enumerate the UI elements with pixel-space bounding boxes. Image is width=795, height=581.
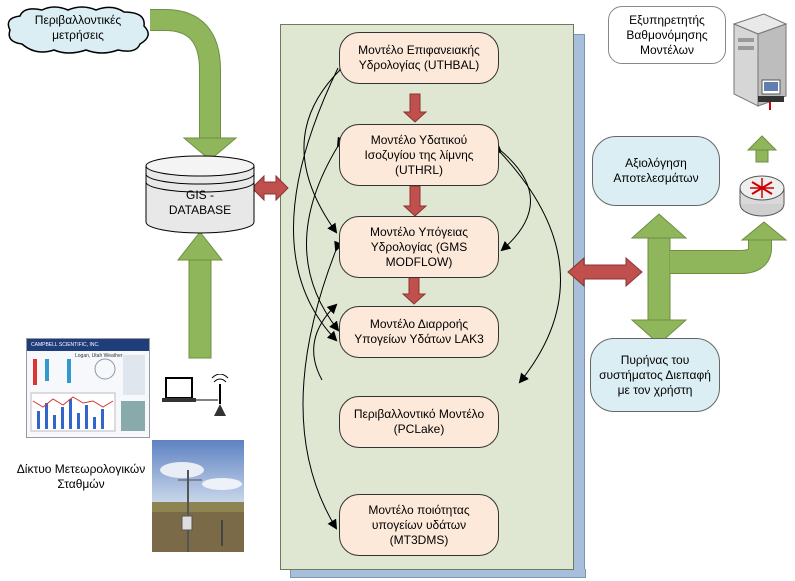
database-cylinder-icon <box>145 155 255 234</box>
core-ui-box[interactable]: Πυρήνας του συστήματος Διεπαφή με τον χρ… <box>590 338 720 412</box>
green-arrow-stations-to-gis <box>176 231 224 359</box>
model-uthrl[interactable]: Μοντέλο Υδατικού Ισοζυγίου της λίμνης (U… <box>339 124 499 186</box>
env-measurements-label: Περιβαλλοντικές μετρήσεις <box>34 13 122 42</box>
gis-database-label: GIS - DATABASE <box>168 188 232 217</box>
red-arrows-model-chain <box>401 93 428 305</box>
curved-connectors <box>293 60 561 530</box>
router-icon <box>739 175 785 217</box>
weather-charts <box>30 355 145 432</box>
model-lak3[interactable]: Μοντέλο Διαρροής Υπογείων Υδάτων LAK3 <box>339 306 499 358</box>
red-arrow-gis-panel <box>251 174 289 202</box>
server-label: Εξυπηρετητής Βαθμονόμησης Μοντέλων <box>608 6 726 64</box>
model-gms-modflow[interactable]: Μοντέλο Υπόγειας Υδρολογίας (GMS MODFLOW… <box>339 216 499 278</box>
green-cross-core <box>630 213 788 345</box>
green-arrow-router-to-server <box>746 135 778 163</box>
weather-title: Logan, Utah Weather <box>75 353 123 359</box>
evaluation-box[interactable]: Αξιολόγηση Αποτελεσμάτων <box>592 136 720 206</box>
green-arrow-cloud-to-gis <box>150 9 238 161</box>
model-mt3dms[interactable]: Μοντέλο ποιότητας υπογείων υδάτων (MT3DM… <box>339 494 499 556</box>
laptop-antenna-icon <box>162 374 229 416</box>
weather-station-photo <box>152 440 244 552</box>
weather-brand: CAMPBELL SCIENTIFIC, INC. <box>27 339 149 351</box>
met-network-label: Δίκτυο Μετεωρολογικών Σταθμών <box>16 462 146 491</box>
panel-3d-bottom <box>290 569 586 578</box>
model-uthbal[interactable]: Μοντέλο Επιφανειακής Υδρολογίας (UTHBAL) <box>339 32 499 84</box>
cloud-shape <box>7 6 149 54</box>
red-arrow-panel-core <box>567 256 643 288</box>
server-tower-icon <box>732 13 788 110</box>
weather-software-screenshot: CAMPBELL SCIENTIFIC, INC. Logan, Utah We… <box>26 338 150 438</box>
model-pclake[interactable]: Περιβαλλοντικό Μοντέλο (PCLake) <box>339 396 499 448</box>
